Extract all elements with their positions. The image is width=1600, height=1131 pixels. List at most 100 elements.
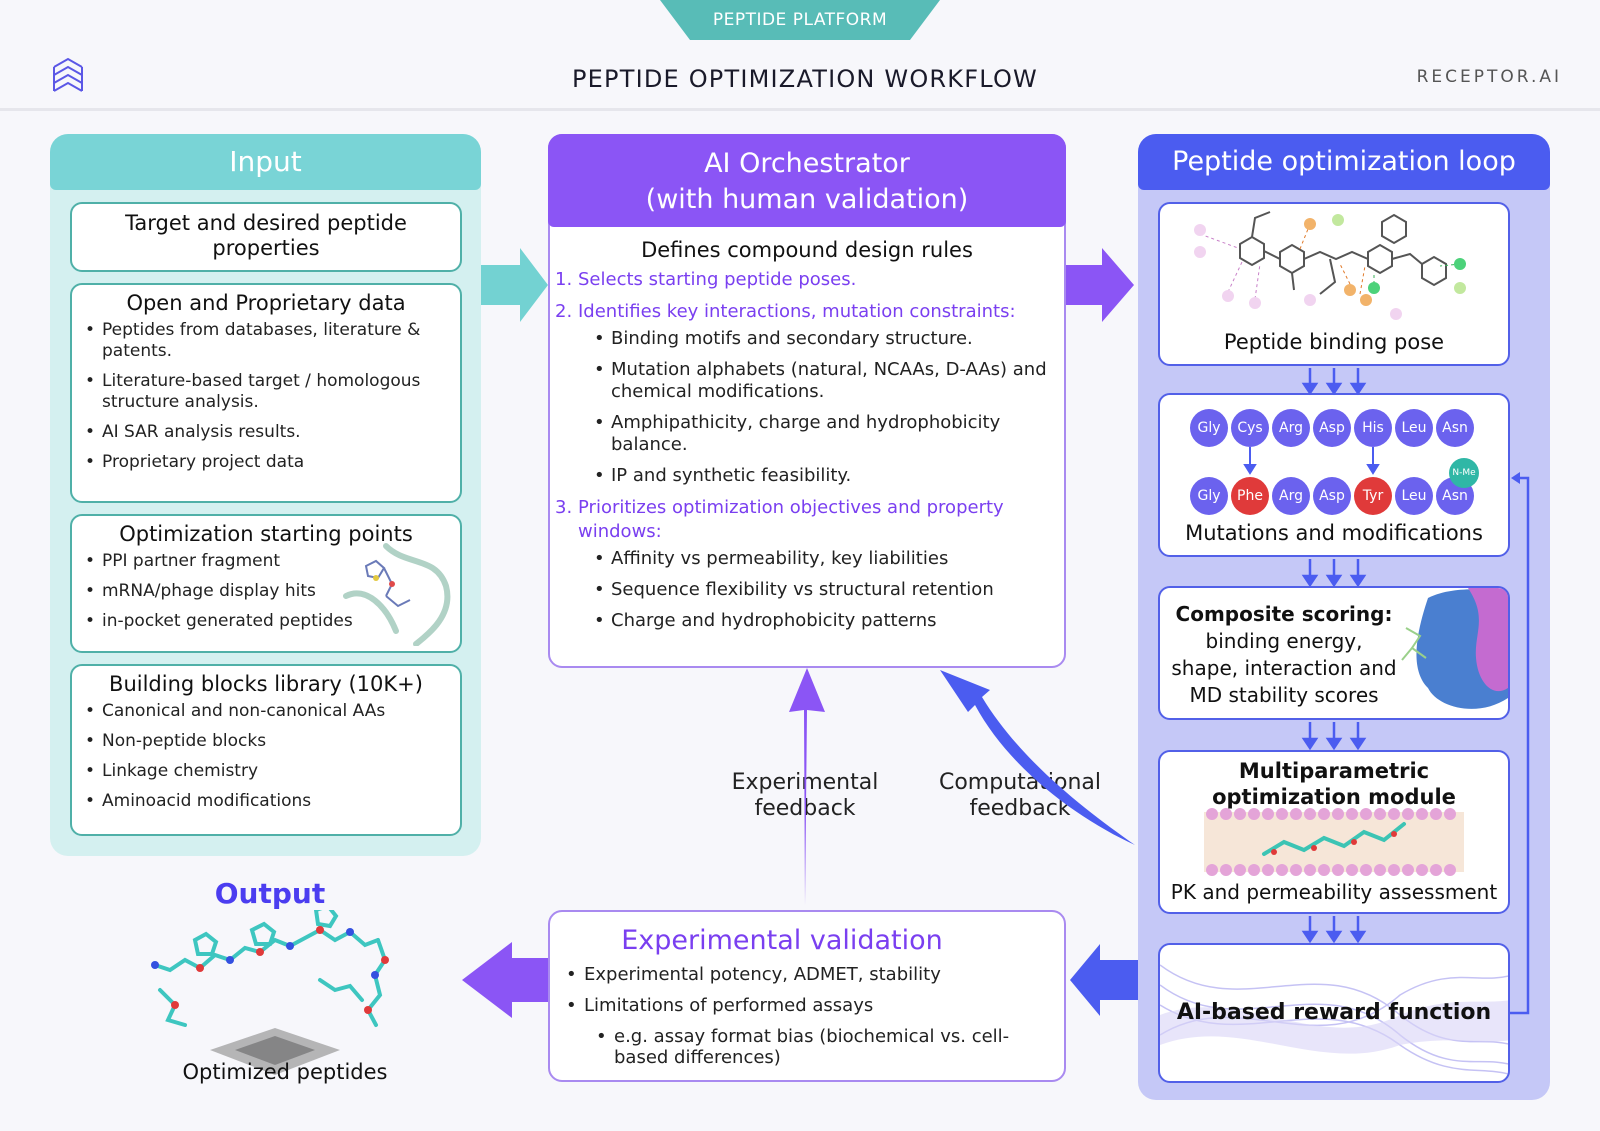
receptor-logo-icon [48, 55, 88, 97]
page-title: PEPTIDE OPTIMIZATION WORKFLOW [572, 65, 1038, 93]
step-text: Prioritizes optimization objectives and … [578, 497, 1004, 542]
starting-points-box: Optimization starting points PPI partner… [70, 514, 462, 653]
validation-sub-item: e.g. assay format bias (biochemical vs. … [594, 1026, 1050, 1068]
n-methyl-badge: N-Me [1449, 458, 1479, 488]
brand-name: RECEPTOR.AI [1416, 67, 1562, 87]
step-number: 1. [555, 269, 573, 290]
mpo-box: Multiparametric optimization module PK a… [1158, 750, 1510, 914]
amino-acid-node: Arg [1272, 409, 1310, 447]
validation-title: Experimental validation [621, 925, 943, 956]
amino-acid-node: Gly [1190, 477, 1228, 515]
validation-to-output-arrow [462, 942, 548, 1018]
input-panel-title: Input [50, 134, 481, 190]
building-block-item: Aminoacid modifications [82, 791, 450, 812]
validation-item: Limitations of performed assays [564, 995, 1050, 1016]
data-item: Proprietary project data [82, 452, 450, 473]
computational-feedback-line1: Computational [938, 770, 1101, 795]
residue-marker [1194, 224, 1206, 236]
amino-acid-node: Leu [1395, 477, 1433, 515]
amino-acid-node: Asp [1313, 477, 1351, 515]
step-text: Identifies key interactions, mutation co… [578, 301, 1016, 322]
reward-function-label: AI-based reward function [1176, 1000, 1492, 1025]
mutations-label: Mutations and modifications [1185, 521, 1483, 545]
computational-feedback-label: Computational feedback [925, 770, 1115, 822]
step-number: 3. [555, 497, 573, 518]
reward-loopback-arrow [1510, 476, 1530, 1015]
building-blocks-title: Building blocks library (10K+) [109, 672, 423, 696]
building-block-item: Non-peptide blocks [82, 731, 450, 752]
reward-wave-image [1160, 964, 1508, 1075]
mutated-amino-acid-node: Phe [1231, 477, 1269, 515]
header-divider [0, 108, 1600, 111]
target-box-text: Target and desired peptide properties [125, 211, 407, 260]
orchestrator-body: Defines compound design rules 1. Selects… [552, 236, 1062, 641]
binding-pose-box: Peptide binding pose [1158, 202, 1510, 366]
data-box-title: Open and Proprietary data [126, 291, 406, 315]
step-3-list: Affinity vs permeability, key liabilitie… [592, 548, 1062, 632]
scoring-title: Composite scoring: [1175, 602, 1393, 626]
step-3-item: Sequence flexibility vs structural reten… [592, 579, 1062, 601]
amino-acid-node: Leu [1395, 409, 1433, 447]
validation-item: Experimental potency, ADMET, stability [564, 964, 1050, 985]
step-2-item: IP and synthetic feasibility. [592, 465, 1062, 487]
input-to-orchestrator-arrow [481, 248, 548, 322]
composite-scoring-box: Composite scoring: binding energy, shape… [1158, 586, 1510, 720]
data-item: Peptides from databases, literature & pa… [82, 320, 450, 362]
mpo-title: Multiparametric optimization module [1160, 758, 1508, 810]
experimental-validation-box: Experimental validation Experimental pot… [548, 910, 1066, 1082]
orchestrator-title: AI Orchestrator (with human validation) [548, 134, 1066, 227]
scoring-line: MD stability scores [1189, 683, 1379, 707]
step-2-item: Mutation alphabets (natural, NCAAs, D-AA… [592, 359, 1062, 403]
mpo-title-line2: optimization module [1212, 785, 1456, 809]
building-block-item: Canonical and non-canonical AAs [82, 701, 450, 722]
amino-acid-node: His [1354, 409, 1392, 447]
data-box: Open and Proprietary data Peptides from … [70, 283, 462, 503]
orchestrator-step-1: 1. Selects starting peptide poses. [552, 268, 1062, 292]
step-3-item: Affinity vs permeability, key liabilitie… [592, 548, 1062, 570]
step-number: 2. [555, 301, 573, 322]
building-block-item: Linkage chemistry [82, 761, 450, 782]
orchestrator-step-2: 2. Identifies key interactions, mutation… [552, 300, 1062, 324]
badge-shape [660, 0, 940, 40]
orchestrator-title-line1: AI Orchestrator [704, 148, 910, 179]
optimization-loop-title: Peptide optimization loop [1138, 134, 1550, 190]
output-title: Output [214, 877, 326, 910]
step-3-item: Charge and hydrophobicity patterns [592, 610, 1062, 632]
computational-feedback-arrow [940, 670, 1135, 845]
mutation-arrows [1243, 447, 1380, 475]
step-2-list: Binding motifs and secondary structure. … [592, 328, 1062, 487]
step-2-item: Amphipathicity, charge and hydrophobicit… [592, 412, 1062, 456]
starting-points-title: Optimization starting points [119, 522, 413, 546]
mutated-amino-acid-node: Tyr [1354, 477, 1392, 515]
scoring-line: shape, interaction and [1171, 656, 1397, 680]
data-item: AI SAR analysis results. [82, 422, 450, 443]
amino-acid-node: Arg [1272, 477, 1310, 515]
reward-function-box: AI-based reward function [1158, 943, 1510, 1083]
membrane-image [1204, 808, 1464, 876]
amino-acid-node: Asn [1436, 409, 1474, 447]
loop-to-validation-arrow [1070, 944, 1138, 1016]
binding-pose-label: Peptide binding pose [1223, 330, 1445, 354]
target-box: Target and desired peptide properties [70, 202, 462, 272]
orchestrator-step-3: 3. Prioritizes optimization objectives a… [552, 496, 1062, 544]
platform-badge: PEPTIDE PLATFORM [660, 0, 940, 40]
step-text: Selects starting peptide poses. [578, 269, 857, 290]
building-blocks-box: Building blocks library (10K+) Canonical… [70, 664, 462, 836]
amino-acid-node: Asp [1313, 409, 1351, 447]
starting-point-item: in-pocket generated peptides [82, 611, 450, 632]
starting-point-item: PPI partner fragment [82, 551, 450, 572]
experimental-feedback-arrow [789, 668, 825, 905]
orchestrator-title-line2: (with human validation) [645, 184, 969, 215]
mpo-title-line1: Multiparametric [1238, 759, 1430, 783]
mpo-caption: PK and permeability assessment [1170, 880, 1498, 904]
amino-acid-node: Cys [1231, 409, 1269, 447]
platform-badge-label: PEPTIDE PLATFORM [712, 10, 888, 30]
loop-step-arrows [1301, 368, 1367, 944]
scoring-line: binding energy, [1205, 629, 1363, 653]
optimized-peptide-image [151, 910, 389, 1075]
binding-pose-diagram [1194, 211, 1466, 320]
computational-feedback-line2: feedback [969, 796, 1071, 821]
output-caption: Optimized peptides [182, 1060, 388, 1084]
loopback-arrowhead [1511, 472, 1520, 484]
